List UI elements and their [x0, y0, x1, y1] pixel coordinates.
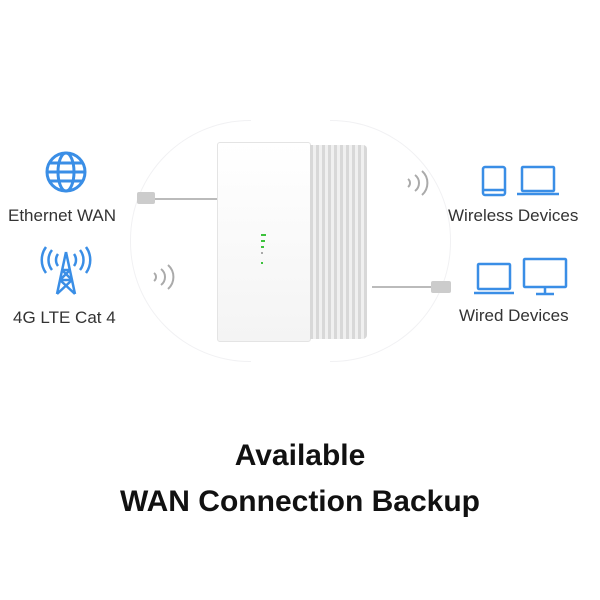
- wifi-signal-icon: [153, 264, 175, 290]
- title-line-2: WAN Connection Backup: [119, 485, 480, 518]
- router: [217, 142, 367, 342]
- laptop-icon: [474, 262, 514, 295]
- monitor-icon: [522, 257, 568, 296]
- ethernet-cable: [372, 286, 432, 288]
- wireless-devices-label: Wireless Devices: [448, 206, 579, 225]
- lte-label: 4G LTE Cat 4: [13, 308, 116, 327]
- cell-tower-icon: [40, 246, 92, 295]
- wired-devices-label: Wired Devices: [459, 306, 569, 325]
- router-side: [310, 145, 367, 339]
- globe-icon: [45, 151, 87, 193]
- ethernet-cable: [155, 198, 217, 200]
- router-front: [217, 142, 311, 342]
- ethernet-plug-icon: [431, 281, 451, 293]
- led-indicators: [261, 234, 266, 264]
- laptop-icon: [517, 165, 559, 196]
- title-line-1: Available: [234, 439, 366, 472]
- tablet-icon: [481, 165, 507, 197]
- wifi-signal-icon: [407, 170, 429, 196]
- ethernet-wan-label: Ethernet WAN: [8, 206, 117, 225]
- ethernet-plug-icon: [137, 192, 155, 204]
